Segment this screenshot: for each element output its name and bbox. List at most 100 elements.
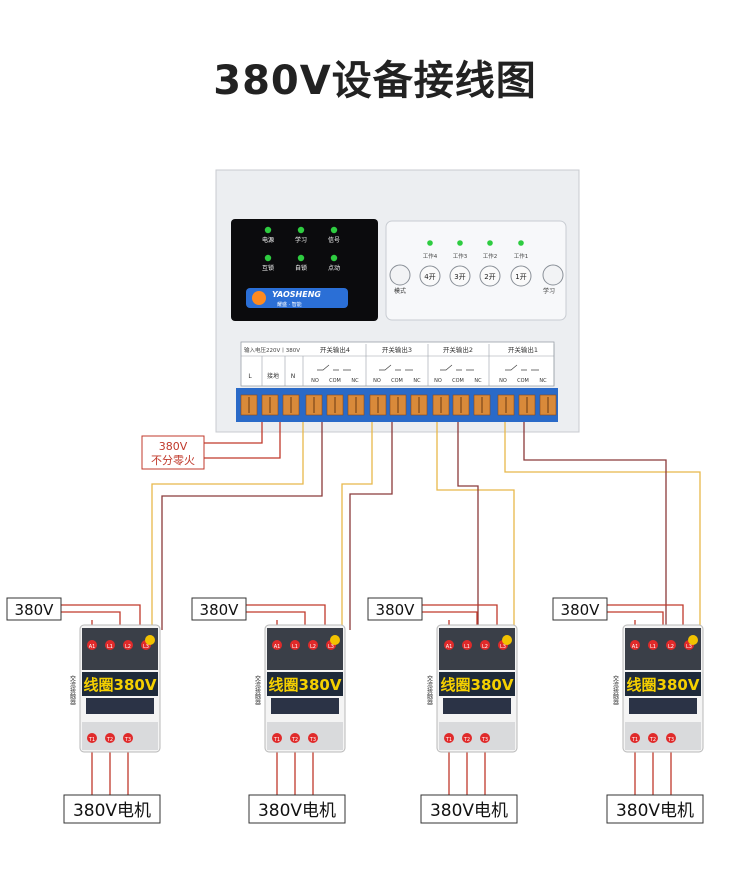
contactor-side-label: 交流接触器 xyxy=(254,674,261,706)
work-led-icon xyxy=(487,240,493,246)
terminal-pin-icon[interactable] xyxy=(290,640,300,650)
brand-sub: 耀盛 · 智能 xyxy=(277,301,302,308)
switch-button-1[interactable] xyxy=(510,265,532,287)
terminal-pin-icon[interactable] xyxy=(105,733,115,743)
terminal-pin-icon[interactable] xyxy=(630,640,640,650)
indicator-led-icon xyxy=(297,254,305,262)
indicator-led-icon xyxy=(264,226,272,234)
supply-label: 380V xyxy=(376,601,416,619)
indicator-led-icon xyxy=(330,254,338,262)
terminal-pin-label: A1 xyxy=(446,644,453,650)
terminal-pin-label: T1 xyxy=(273,737,280,743)
terminal-pin-icon[interactable] xyxy=(123,640,133,650)
terminal-pin-icon[interactable] xyxy=(648,733,658,743)
indicator-label: 信号 xyxy=(328,236,340,244)
terminal-pin-icon[interactable] xyxy=(648,640,658,650)
terminal-pin-label: L2 xyxy=(482,644,488,650)
aux-contact-icon[interactable] xyxy=(145,635,155,645)
aux-contact-icon[interactable] xyxy=(330,635,340,645)
terminal-pin-icon[interactable] xyxy=(444,640,454,650)
terminal-pin-icon[interactable] xyxy=(290,733,300,743)
supply-label-box xyxy=(552,597,608,621)
indicator-led-icon xyxy=(297,226,305,234)
controller-unit: 电源学习信号互锁自锁点动 YAOSHENG 耀盛 · 智能 模式学习工作44开工… xyxy=(215,169,580,433)
mode-button[interactable] xyxy=(389,264,411,286)
coil-panel xyxy=(267,672,343,696)
contactor-window xyxy=(629,698,697,714)
input-terminal-label: 接地 xyxy=(267,372,279,380)
terminal-pin-icon[interactable] xyxy=(87,733,97,743)
terminal-pin-icon[interactable] xyxy=(444,733,454,743)
switch-output-label: 开关输出4 xyxy=(320,345,350,354)
terminal-pin-icon[interactable] xyxy=(308,640,318,650)
terminal-pin-icon[interactable] xyxy=(272,640,282,650)
switch-button-label: 1开 xyxy=(515,273,526,281)
aux-contact-icon[interactable] xyxy=(502,635,512,645)
terminal-pin-label: L3 xyxy=(328,644,334,650)
terminal-pin-icon[interactable] xyxy=(666,640,676,650)
output-terminal-label: NC xyxy=(539,378,547,384)
output-terminal-label: NC xyxy=(351,378,359,384)
input-voltage-label: 输入电压220V丨380V xyxy=(244,346,300,354)
switch-button-4[interactable] xyxy=(419,265,441,287)
terminal-pin-icon[interactable] xyxy=(123,733,133,743)
terminal-pin-label: T3 xyxy=(124,737,131,743)
relay-symbol-icon xyxy=(440,364,474,371)
terminal-pin-icon[interactable] xyxy=(630,733,640,743)
coil-label: 线圈380V xyxy=(441,676,514,694)
power-wire xyxy=(204,422,263,444)
terminal-pin-label: L3 xyxy=(143,644,149,650)
supply-label-box xyxy=(367,597,423,621)
switch-button-label: 4开 xyxy=(424,273,435,281)
coil-com-wire xyxy=(151,422,304,630)
indicator-label: 电源 xyxy=(262,236,274,244)
input-terminal-label: N xyxy=(291,373,296,380)
coil-panel xyxy=(439,672,515,696)
contactor-window xyxy=(86,698,154,714)
coil-panel xyxy=(82,672,158,696)
terminal-pin-icon[interactable] xyxy=(666,733,676,743)
terminal-pin-label: T3 xyxy=(667,737,674,743)
power-label: 380V 不分零火 xyxy=(141,435,205,470)
brand-name: YAOSHENG xyxy=(272,290,321,299)
terminal-pin-icon[interactable] xyxy=(480,640,490,650)
terminal-pin-icon[interactable] xyxy=(308,733,318,743)
terminal-pin-icon[interactable] xyxy=(462,733,472,743)
page-title: 380V设备接线图 xyxy=(213,58,537,104)
terminal-pin-icon[interactable] xyxy=(87,640,97,650)
terminal-pin-label: A1 xyxy=(632,644,639,650)
switch-button-label: 2开 xyxy=(484,273,495,281)
switch-button-2[interactable] xyxy=(479,265,501,287)
terminal-pin-label: L1 xyxy=(107,644,113,650)
terminal-pin-label: L2 xyxy=(125,644,131,650)
aux-contact-icon[interactable] xyxy=(688,635,698,645)
terminal-pin-label: L2 xyxy=(310,644,316,650)
indicator-label: 互锁 xyxy=(262,264,274,272)
button-panel xyxy=(385,220,567,321)
terminal-pin-icon[interactable] xyxy=(462,640,472,650)
terminal-pin-icon[interactable] xyxy=(105,640,115,650)
terminal-pin-label: L2 xyxy=(668,644,674,650)
terminal-pin-label: T1 xyxy=(631,737,638,743)
motor-label: 380V电机 xyxy=(616,801,694,821)
work-label: 工作4 xyxy=(423,252,438,260)
switch-output-label: 开关输出2 xyxy=(443,345,473,354)
supply-label-box xyxy=(6,597,62,621)
motor-label-box xyxy=(248,794,346,824)
terminal-pin-icon[interactable] xyxy=(480,733,490,743)
terminal-pin-icon[interactable] xyxy=(272,733,282,743)
learn-button-label: 学习 xyxy=(543,287,555,295)
output-terminal-label: NO xyxy=(499,378,507,384)
learn-button[interactable] xyxy=(542,264,564,286)
relay-symbol-icon xyxy=(505,364,539,371)
switch-output-label: 开关输出1 xyxy=(508,345,538,354)
switch-button-3[interactable] xyxy=(449,265,471,287)
coil-com-wire xyxy=(436,422,515,630)
work-led-icon xyxy=(457,240,463,246)
terminal-pin-label: T2 xyxy=(106,737,113,743)
coil-no-wire xyxy=(349,422,393,630)
switch-output-label: 开关输出3 xyxy=(382,345,412,354)
